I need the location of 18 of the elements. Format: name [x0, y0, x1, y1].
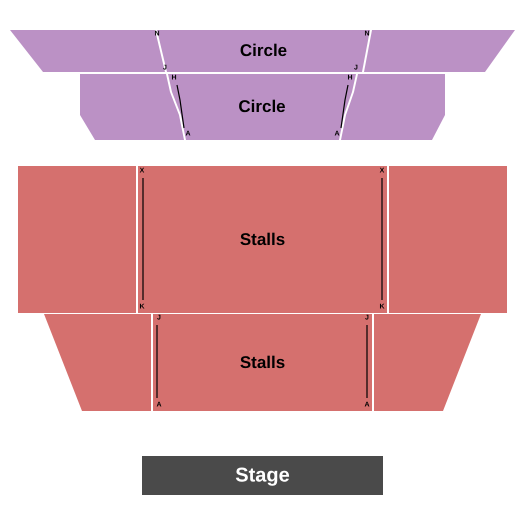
section-label: Stalls	[240, 352, 286, 372]
seating-section	[138, 166, 387, 313]
section-label: Stalls	[240, 230, 286, 250]
seating-section	[389, 166, 507, 313]
seating-section	[168, 74, 356, 140]
seating-section	[10, 30, 165, 72]
stage-block	[142, 456, 383, 495]
seating-section	[341, 74, 445, 140]
seating-section	[44, 314, 151, 411]
seating-section	[157, 30, 370, 72]
seating-section	[153, 314, 372, 411]
section-label: Circle	[240, 41, 288, 61]
seating-section	[374, 314, 481, 411]
seating-section	[18, 166, 136, 313]
section-label: Stage	[235, 464, 290, 487]
seating-section	[364, 30, 515, 72]
seating-section	[80, 74, 184, 140]
section-label: Circle	[238, 97, 286, 117]
